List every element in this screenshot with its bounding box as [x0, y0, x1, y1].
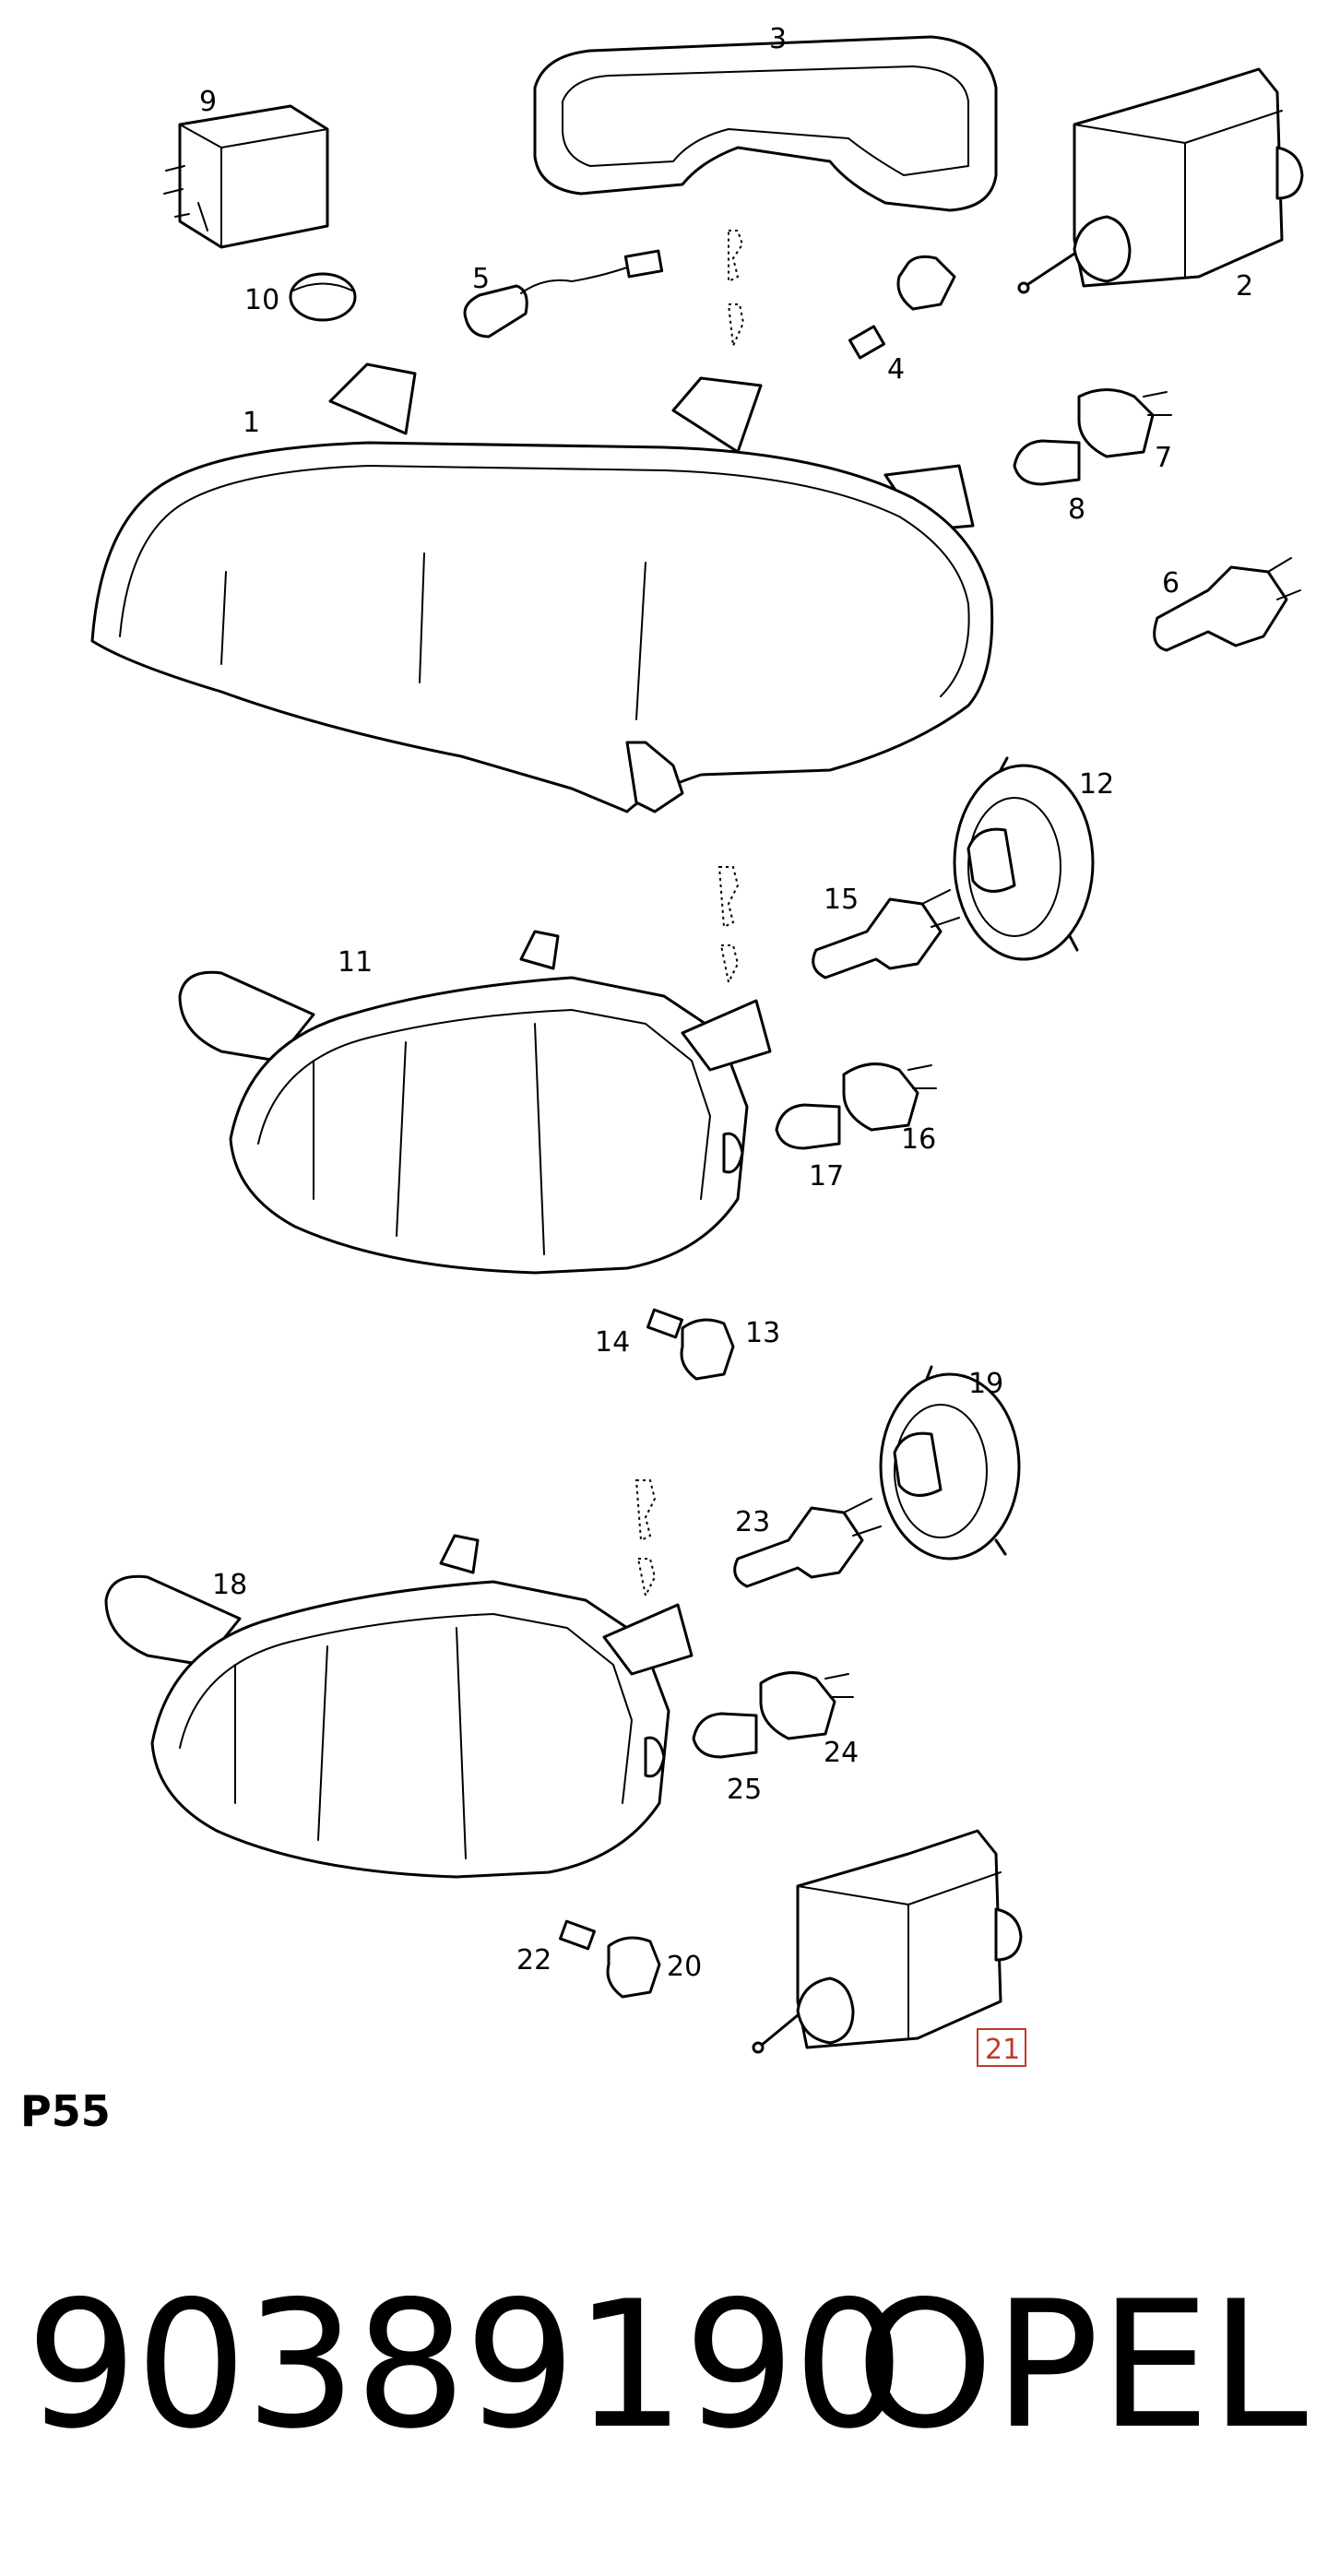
- actuator-part-21: [752, 1829, 1023, 2054]
- socket-part-7: [1077, 388, 1172, 458]
- cover-part-12: [953, 756, 1095, 961]
- callout-11: 11: [338, 946, 373, 979]
- callout-17: 17: [809, 1160, 844, 1193]
- fog-lamp-part-18: [104, 1534, 694, 1879]
- gasket-part-3: [533, 35, 998, 212]
- callout-22: 22: [516, 1944, 551, 1977]
- callout-18: 18: [212, 1569, 247, 1601]
- bulb-part-23: [733, 1498, 882, 1588]
- section-code: P55: [20, 2086, 111, 2136]
- bulb-part-15: [812, 889, 960, 979]
- screws-lower: [634, 1479, 657, 1599]
- callout-5: 5: [472, 263, 490, 295]
- socket-part-24: [759, 1671, 854, 1740]
- callout-20: 20: [667, 1951, 702, 1983]
- callout-3: 3: [769, 23, 787, 55]
- callout-21: 21: [985, 2034, 1020, 2066]
- brand-name: OPEL: [855, 2263, 1308, 2467]
- callout-24: 24: [824, 1737, 859, 1769]
- callout-10: 10: [244, 284, 279, 316]
- callout-2: 2: [1236, 270, 1253, 303]
- bulb-part-14: [646, 1308, 683, 1339]
- socket-part-4: [848, 255, 956, 360]
- callout-4: 4: [887, 353, 905, 386]
- actuator-part-2: [1017, 67, 1304, 294]
- headlamp-housing-part-1: [90, 362, 994, 813]
- callout-1: 1: [243, 407, 260, 439]
- cover-part-19: [879, 1365, 1021, 1561]
- cap-part-10: [289, 272, 357, 322]
- callout-8: 8: [1068, 493, 1085, 526]
- fog-lamp-part-11: [178, 930, 772, 1275]
- bulb-part-22: [559, 1919, 596, 1951]
- callout-7: 7: [1155, 442, 1172, 474]
- holder-part-13: [680, 1318, 735, 1381]
- callout-labels: 1 2 3 4 5 6 7 8 9 10 11 12 13 14 15 16 1…: [199, 23, 1253, 2067]
- callout-16: 16: [901, 1123, 936, 1156]
- callout-23: 23: [735, 1506, 770, 1538]
- callout-15: 15: [824, 884, 859, 916]
- bulb-part-25: [692, 1712, 758, 1759]
- bulb-part-6: [1153, 557, 1301, 652]
- callout-14: 14: [595, 1326, 630, 1359]
- callout-25: 25: [727, 1774, 762, 1806]
- callout-13: 13: [745, 1317, 780, 1349]
- bulb-part-8: [1013, 439, 1081, 486]
- screws-middle: [717, 866, 740, 986]
- callout-6: 6: [1162, 567, 1180, 599]
- callout-12: 12: [1079, 768, 1114, 801]
- relay-part-9: [163, 104, 329, 249]
- screws-top: [727, 230, 745, 350]
- callout-9: 9: [199, 86, 217, 118]
- bulb-part-17: [775, 1103, 841, 1150]
- part-number: 90389190: [26, 2263, 905, 2467]
- socket-part-16: [842, 1062, 937, 1132]
- holder-part-20: [606, 1936, 661, 1999]
- bulb-with-cable-part-5: [463, 249, 664, 338]
- callout-19: 19: [968, 1368, 1003, 1400]
- callout-21-highlight-box: [977, 2028, 1026, 2067]
